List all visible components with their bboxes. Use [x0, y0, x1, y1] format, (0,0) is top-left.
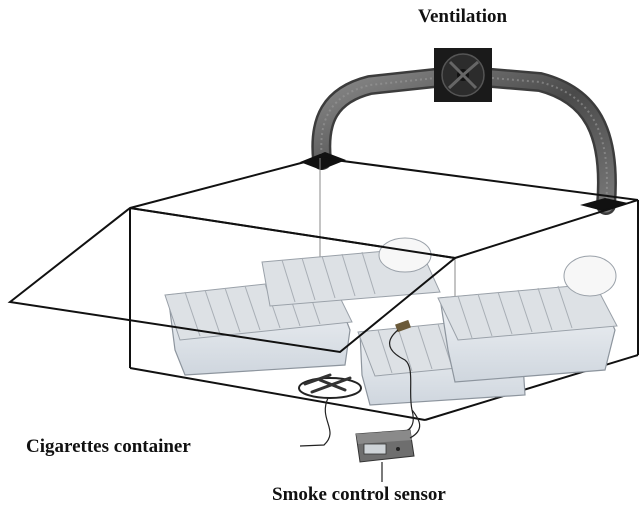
sensor-probe — [389, 319, 414, 433]
ventilation-tube — [311, 68, 617, 215]
ventilation-label: Ventilation — [418, 6, 508, 27]
left-tube-connector — [300, 152, 346, 170]
open-lid — [7, 206, 458, 354]
cigarettes-leader-line — [299, 397, 331, 447]
right-tube-connector — [580, 198, 628, 211]
sensor-device-icon — [355, 409, 421, 463]
cigarettes-container-label: Cigarettes container — [26, 436, 191, 457]
fan-icon — [434, 48, 492, 102]
smoke-control-sensor-label: Smoke control sensor — [272, 484, 446, 505]
mouse-cage — [437, 255, 618, 383]
mouse-cage — [261, 237, 441, 307]
ashtray-icon — [298, 373, 362, 399]
